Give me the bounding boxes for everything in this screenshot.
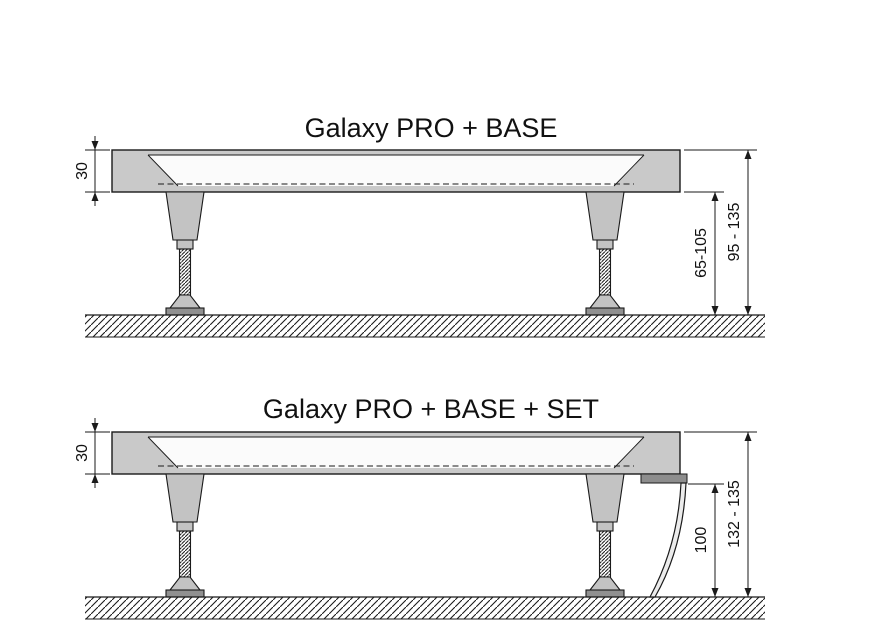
dimension-total-height-1: 95 - 135 — [684, 149, 757, 315]
dimension-tray-height-2: 30 — [74, 418, 110, 488]
diagram-2-title: Galaxy PRO + BASE + SET — [263, 394, 599, 424]
dimension-label-leg-1: 65-105 — [693, 228, 710, 278]
assembly-diagram-1 — [85, 150, 765, 337]
panel-curve — [648, 482, 687, 598]
diagram-1-title: Galaxy PRO + BASE — [305, 113, 558, 143]
dimension-label-panel-2: 100 — [693, 527, 710, 554]
dimension-label-total-2: 132 - 135 — [726, 480, 743, 548]
dimension-panel-height-2: 100 — [688, 483, 724, 597]
panel-bracket — [640, 473, 688, 484]
dimension-label-tray-2: 30 — [74, 444, 91, 462]
dimension-total-height-2: 132 - 135 — [684, 431, 757, 597]
front-panel-set — [640, 473, 688, 598]
dimension-tray-height-1: 30 — [74, 136, 110, 206]
dimension-label-total-1: 95 - 135 — [726, 203, 743, 262]
assembly-diagram-2 — [85, 432, 765, 619]
dimension-leg-height-1: 65-105 — [684, 191, 724, 315]
dimension-label-tray-1: 30 — [74, 162, 91, 180]
